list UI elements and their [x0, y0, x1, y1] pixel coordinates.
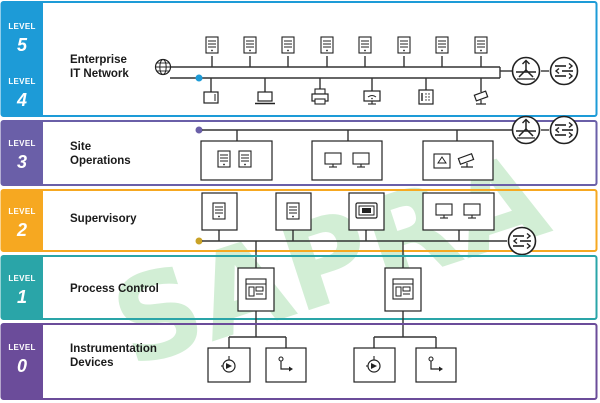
- router-icon: [511, 115, 541, 145]
- printer-icon: [311, 88, 329, 105]
- level-badge-2: [2, 190, 43, 251]
- zone-enterprise: [0, 1, 598, 117]
- scanner-icon: [433, 153, 451, 169]
- device-box-sensor-2: [415, 347, 457, 383]
- level-2-word: LEVEL: [8, 207, 35, 216]
- zone-title-enterprise-1: Enterprise: [70, 54, 127, 66]
- server-icon: [397, 36, 411, 54]
- level-4-bus-dot: [195, 74, 203, 82]
- level-badge-0: [2, 324, 43, 399]
- laptop-icon: [255, 91, 275, 105]
- level-3-word: LEVEL: [8, 139, 35, 148]
- server-icon: [474, 36, 488, 54]
- switch-icon: [507, 226, 537, 256]
- zone-title-instrumentation-2: Devices: [70, 357, 113, 369]
- server-icon: [205, 36, 219, 54]
- site-workstation-box: [311, 140, 383, 181]
- level-badge-3: [2, 121, 43, 185]
- tablet-icon: [203, 91, 219, 104]
- level-0-word: LEVEL: [8, 343, 35, 352]
- level-4-connectors: [210, 78, 482, 92]
- level-2-number: 2: [16, 220, 27, 240]
- server-icon: [286, 202, 300, 220]
- level-badge-1: [2, 256, 43, 319]
- zone-title-process: Process Control: [70, 283, 159, 295]
- camera-icon: [457, 153, 475, 168]
- zone-title-enterprise-2: IT Network: [70, 68, 129, 80]
- server-icon: [320, 36, 334, 54]
- level-3-number: 3: [17, 152, 27, 172]
- level-1-word: LEVEL: [8, 274, 35, 283]
- wifi-monitor-icon: [363, 90, 381, 105]
- level-0-number: 0: [17, 356, 27, 376]
- switch-icon: [549, 56, 579, 86]
- server-icon: [212, 202, 226, 220]
- camera-icon: [473, 90, 489, 105]
- device-box-sensor-1: [265, 347, 307, 383]
- hmi-panel-icon: [355, 202, 378, 219]
- router-icon: [511, 56, 541, 86]
- phone-icon: [418, 89, 434, 105]
- zone-process-control: [0, 255, 598, 320]
- server-icon: [435, 36, 449, 54]
- site-server-box: [200, 140, 273, 181]
- server-icon: [217, 150, 231, 168]
- globe-icon: [154, 58, 172, 76]
- zone-instrumentation: [0, 323, 598, 400]
- level-5-number: 5: [17, 35, 28, 55]
- plc-icon: [392, 278, 414, 300]
- server-icon: [281, 36, 295, 54]
- zone-title-site-2: Operations: [70, 155, 131, 167]
- server-icon: [243, 36, 257, 54]
- server-icon: [238, 150, 252, 168]
- level-5-word: LEVEL: [8, 22, 35, 31]
- zone-site-operations: [0, 120, 598, 186]
- level-3-bus-dot: [195, 126, 203, 134]
- zone-title-supervisory: Supervisory: [70, 213, 137, 225]
- zone-title-instrumentation-1: Instrumentation: [70, 343, 157, 355]
- server-connectors: [211, 56, 482, 67]
- level-4-number: 4: [16, 90, 27, 110]
- level-1-number: 1: [17, 287, 27, 307]
- zone-supervisory: [0, 189, 598, 252]
- level-2-bus-dot: [195, 237, 203, 245]
- sup-workstation-box: [422, 192, 495, 231]
- plc-icon: [245, 278, 267, 300]
- level-badge-5-4: [2, 2, 43, 116]
- switch-icon: [549, 115, 579, 145]
- level-4-word: LEVEL: [8, 77, 35, 86]
- zone-title-site-1: Site: [70, 141, 91, 153]
- server-icon: [358, 36, 372, 54]
